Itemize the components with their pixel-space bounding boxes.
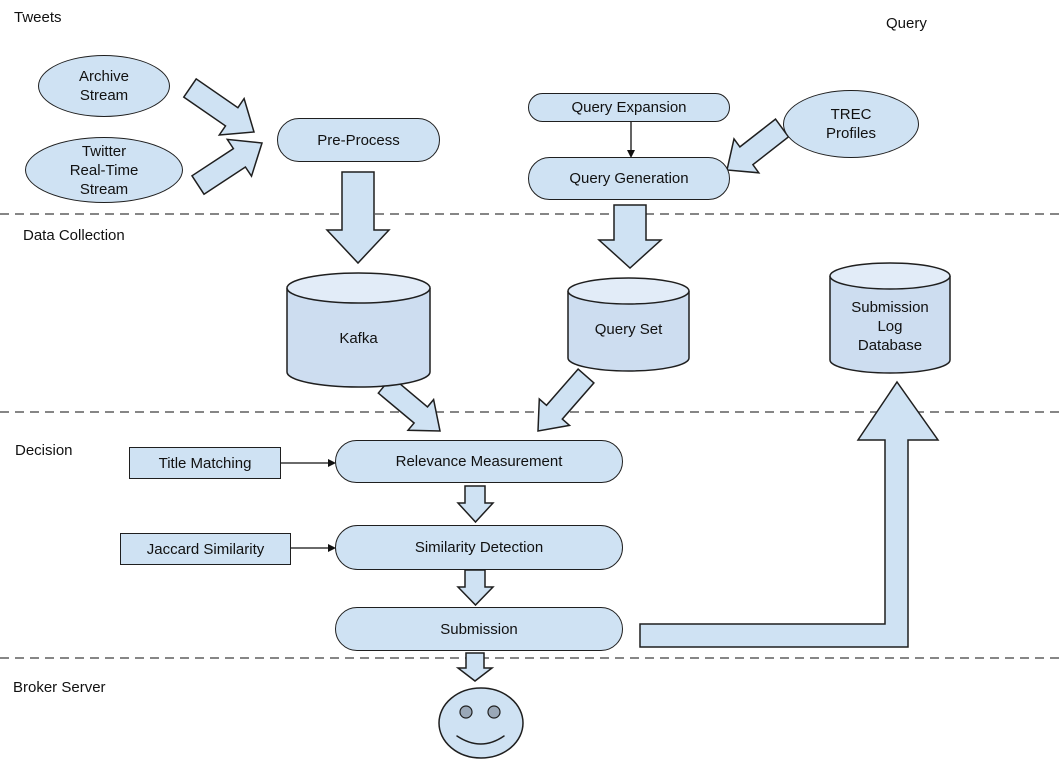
node-twitter-realtime-stream: Twitter Real-Time Stream bbox=[25, 137, 183, 203]
node-submission: Submission bbox=[335, 607, 623, 651]
arrow-preprocess-to-kafka bbox=[325, 171, 391, 265]
cylinder-kafka bbox=[286, 272, 431, 388]
arrow-submission-to-broker bbox=[455, 652, 495, 682]
connector-head-querygeneration bbox=[627, 150, 635, 158]
cylinder-query-set bbox=[567, 277, 690, 372]
arrow-archive-to-preprocess bbox=[182, 77, 255, 136]
node-query-generation: Query Generation bbox=[528, 157, 730, 200]
arrow-similarity-to-submission bbox=[456, 569, 495, 607]
cylinder-submission-log-database bbox=[829, 262, 951, 374]
lane-label-query: Query bbox=[886, 15, 927, 32]
node-relevance-measurement: Relevance Measurement bbox=[335, 440, 623, 483]
lane-label-data-collection: Data Collection bbox=[23, 227, 125, 244]
arrow-querygeneration-to-queryset bbox=[597, 204, 663, 270]
connector-head-similarity bbox=[328, 544, 336, 552]
arrow-queryset-to-relevance bbox=[537, 368, 595, 432]
arrow-submission-to-logdatabase bbox=[639, 380, 940, 648]
lane-label-broker-server: Broker Server bbox=[13, 679, 106, 696]
arrow-twitter-to-preprocess bbox=[190, 138, 263, 196]
node-archive-stream: Archive Stream bbox=[38, 55, 170, 117]
arrow-trec-to-querygeneration bbox=[726, 118, 790, 174]
node-pre-process: Pre-Process bbox=[277, 118, 440, 162]
node-similarity-detection: Similarity Detection bbox=[335, 525, 623, 570]
smiley-face-icon bbox=[438, 687, 524, 759]
node-jaccard-similarity: Jaccard Similarity bbox=[120, 533, 291, 565]
connector-head-relevance bbox=[328, 459, 336, 467]
arrow-relevance-to-similarity bbox=[456, 485, 495, 524]
node-trec-profiles: TREC Profiles bbox=[783, 90, 919, 158]
lane-label-decision: Decision bbox=[15, 442, 73, 459]
node-query-expansion: Query Expansion bbox=[528, 93, 730, 122]
lane-label-tweets: Tweets bbox=[14, 9, 62, 26]
node-title-matching: Title Matching bbox=[129, 447, 281, 479]
